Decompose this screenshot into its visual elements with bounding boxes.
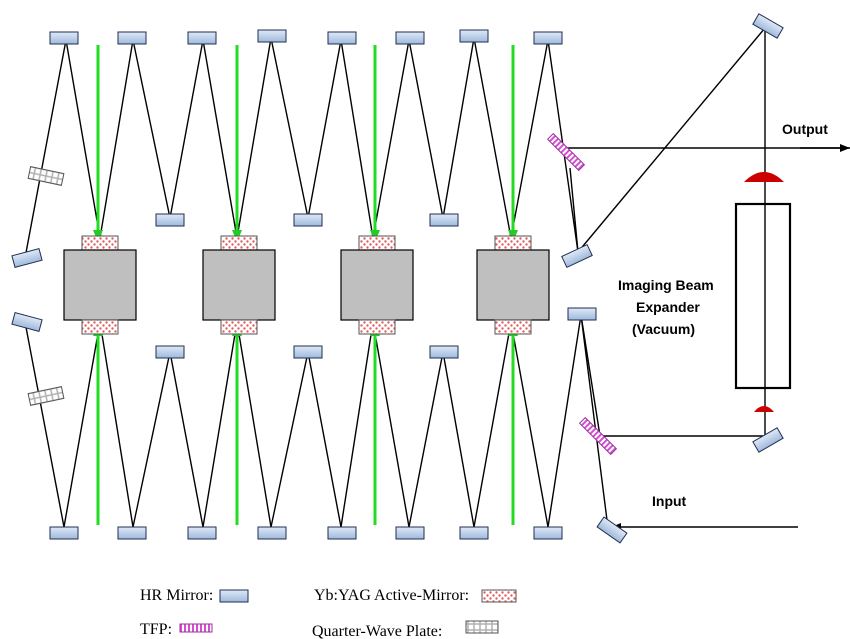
active-mirror-bottom <box>358 319 396 335</box>
hr-mirror <box>293 345 323 359</box>
expander-label-line2: Expander <box>636 299 700 315</box>
hr-mirror <box>596 516 628 544</box>
hr-mirror <box>395 526 425 540</box>
gain-module-2 <box>202 235 276 335</box>
pump-beams <box>93 45 518 525</box>
hr-mirrors-right <box>561 13 784 544</box>
hr-mirror <box>117 526 147 540</box>
beam-expander-tube <box>734 202 792 390</box>
hr-mirror <box>257 29 287 43</box>
hr-mirror <box>459 29 489 43</box>
hr-mirror <box>395 31 425 45</box>
hr-mirror <box>257 526 287 540</box>
active-mirror-bottom <box>494 319 532 335</box>
tfp <box>578 416 618 456</box>
gain-module-4 <box>476 235 550 335</box>
crystal-block <box>476 249 550 321</box>
crystal-block <box>63 249 137 321</box>
crystal-block <box>202 249 276 321</box>
active-mirror-top <box>220 235 258 251</box>
legend-active-mirror-swatch <box>481 589 517 603</box>
active-mirror-top <box>494 235 532 251</box>
hr-mirror <box>429 345 459 359</box>
legend-hr-mirror-swatch <box>219 589 249 603</box>
gain-module-3 <box>340 235 414 335</box>
legend: HR Mirror: Yb:YAG Active-Mirror: TFP: Qu… <box>140 587 517 639</box>
tfp <box>546 132 586 172</box>
hr-mirrors-bottom <box>49 526 563 540</box>
thin-film-polarizers <box>546 132 618 456</box>
gain-module-1 <box>63 235 137 335</box>
legend-tfp-label: TFP: <box>140 621 172 638</box>
legend-tfp-swatch <box>179 623 213 633</box>
hr-mirror <box>11 247 43 269</box>
active-mirror-top <box>81 235 119 251</box>
hr-mirror <box>49 526 79 540</box>
hr-mirror <box>11 311 43 333</box>
hr-mirror <box>117 31 147 45</box>
quarter-wave-plate <box>27 386 65 406</box>
hr-mirror <box>752 13 784 39</box>
hr-mirror <box>155 345 185 359</box>
legend-hr-mirror-label: HR Mirror: <box>140 587 213 604</box>
expander-lens-bottom <box>754 406 774 412</box>
hr-mirror <box>327 526 357 540</box>
active-mirror-bottom <box>220 319 258 335</box>
hr-mirror <box>533 526 563 540</box>
active-mirror-top <box>358 235 396 251</box>
legend-active-mirror-label: Yb:YAG Active-Mirror: <box>314 587 469 604</box>
legend-qwp-swatch <box>465 620 499 634</box>
hr-mirror <box>561 243 593 269</box>
hr-mirror <box>187 31 217 45</box>
quarter-wave-plates <box>27 166 65 406</box>
expander-lens-top <box>744 172 784 182</box>
quarter-wave-plate <box>27 166 65 186</box>
lower-beam-path <box>24 314 765 529</box>
hr-mirror <box>155 213 185 227</box>
input-label: Input <box>652 493 687 509</box>
hr-mirror <box>187 526 217 540</box>
hr-mirror <box>567 307 597 321</box>
hr-mirror <box>327 31 357 45</box>
hr-mirror <box>459 526 489 540</box>
gain-modules <box>63 235 550 335</box>
hr-mirrors-mid-upper <box>155 213 459 227</box>
hr-mirror <box>293 213 323 227</box>
output-label: Output <box>782 121 828 137</box>
active-mirror-bottom <box>81 319 119 335</box>
expander-label-line1: Imaging Beam <box>618 277 714 293</box>
crystal-block <box>340 249 414 321</box>
hr-mirrors-mid-lower <box>155 307 597 359</box>
hr-mirror <box>49 31 79 45</box>
hr-mirrors-top <box>49 29 563 45</box>
hr-mirrors-left <box>11 247 43 333</box>
hr-mirror <box>752 427 784 453</box>
legend-qwp-label: Quarter-Wave Plate: <box>312 623 442 639</box>
hr-mirror <box>533 31 563 45</box>
hr-mirror <box>429 213 459 227</box>
expander-label-line3: (Vacuum) <box>632 321 695 337</box>
